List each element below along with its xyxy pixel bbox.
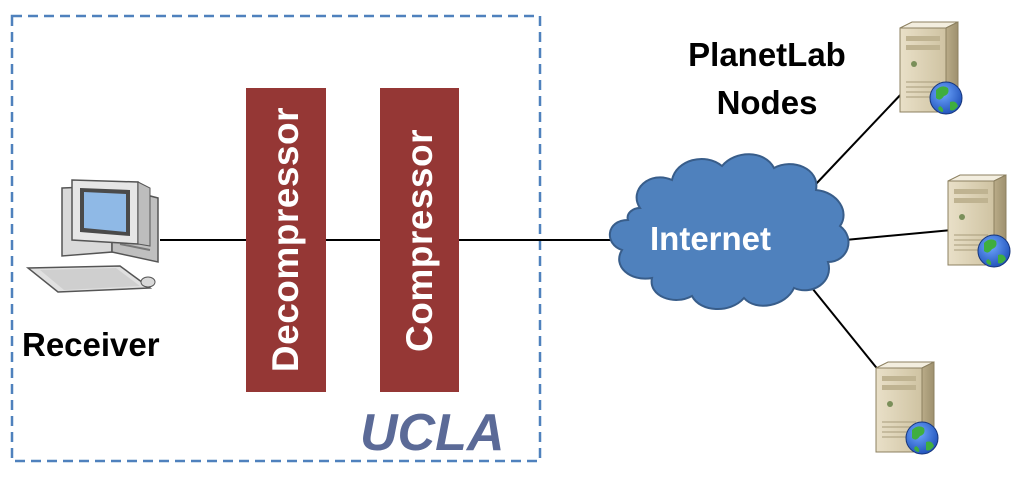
link-internet-node-3 [811,287,889,383]
server-icon-3 [875,361,939,455]
ucla-label: UCLA [360,404,505,462]
ucla-boundary [10,14,542,463]
link-internet-node-2 [844,229,953,241]
link-internet-node-1 [814,89,906,186]
planetlab-label-line2: Nodes [716,84,818,121]
server-icon-2 [947,174,1011,268]
server-icon-1 [899,21,963,115]
compressor-label: Compressor [398,128,440,352]
receiver-label: Receiver [22,326,160,363]
internet-label: Internet [650,220,772,257]
computer-icon [25,179,159,293]
decompressor-label: Decompressor [265,107,306,373]
internet-cloud [608,153,850,311]
planetlab-label-line1: PlanetLab [688,36,846,73]
decompressor-box: Decompressor [246,88,326,392]
compressor-box: Compressor [380,88,459,392]
